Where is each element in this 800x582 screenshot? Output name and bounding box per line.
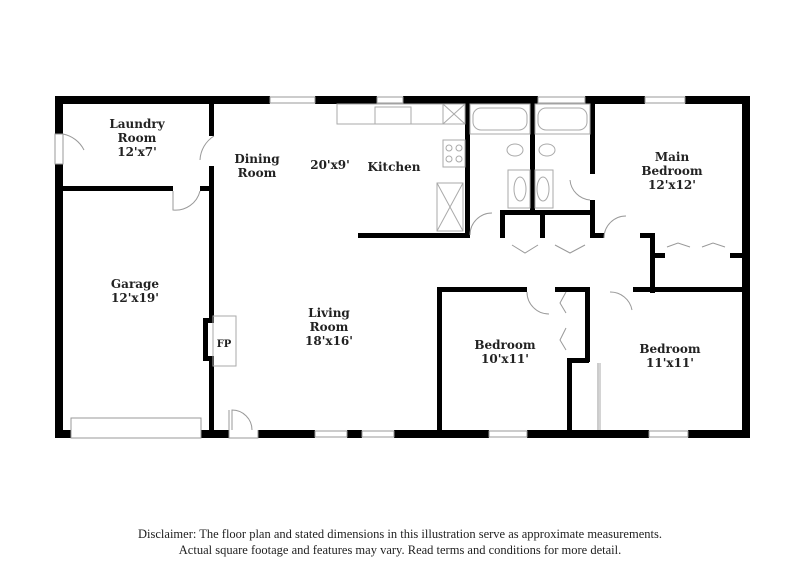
living-room-dims: 18'x16' <box>305 334 353 348</box>
windows <box>70 96 689 439</box>
main-bedroom-dims: 12'x12' <box>648 178 696 192</box>
laundry-room-label-2: Room <box>118 131 157 145</box>
kitchen-label: Kitchen <box>368 160 421 174</box>
fixtures <box>212 103 601 430</box>
bedroom-3-label: Bedroom <box>639 342 700 356</box>
doors <box>54 133 726 439</box>
bedroom-3-dims: 11'x11' <box>646 356 694 370</box>
dining-room-dims: 20'x9' <box>310 158 350 172</box>
walls <box>55 96 750 438</box>
main-bedroom-label: Main <box>655 150 690 164</box>
room-labels: Laundry Room 12'x7' Dining Room 20'x9' K… <box>109 117 703 370</box>
garage-label: Garage <box>111 277 160 291</box>
main-bedroom-label-2: Bedroom <box>641 164 702 178</box>
laundry-room-label: Laundry <box>109 117 165 131</box>
dining-room-label: Dining <box>234 152 280 166</box>
disclaimer: Disclaimer: The floor plan and stated di… <box>0 526 800 558</box>
garage-dims: 12'x19' <box>111 291 159 305</box>
bedroom-2-dims: 10'x11' <box>481 352 529 366</box>
living-room-label: Living <box>308 306 350 320</box>
laundry-room-dims: 12'x7' <box>117 145 157 159</box>
dining-room-label-2: Room <box>238 166 277 180</box>
bedroom-2-label: Bedroom <box>474 338 535 352</box>
disclaimer-line-1: Disclaimer: The floor plan and stated di… <box>138 527 662 541</box>
disclaimer-line-2: Actual square footage and features may v… <box>178 543 622 557</box>
living-room-label-2: Room <box>310 320 349 334</box>
fireplace-label: FP <box>217 339 232 350</box>
